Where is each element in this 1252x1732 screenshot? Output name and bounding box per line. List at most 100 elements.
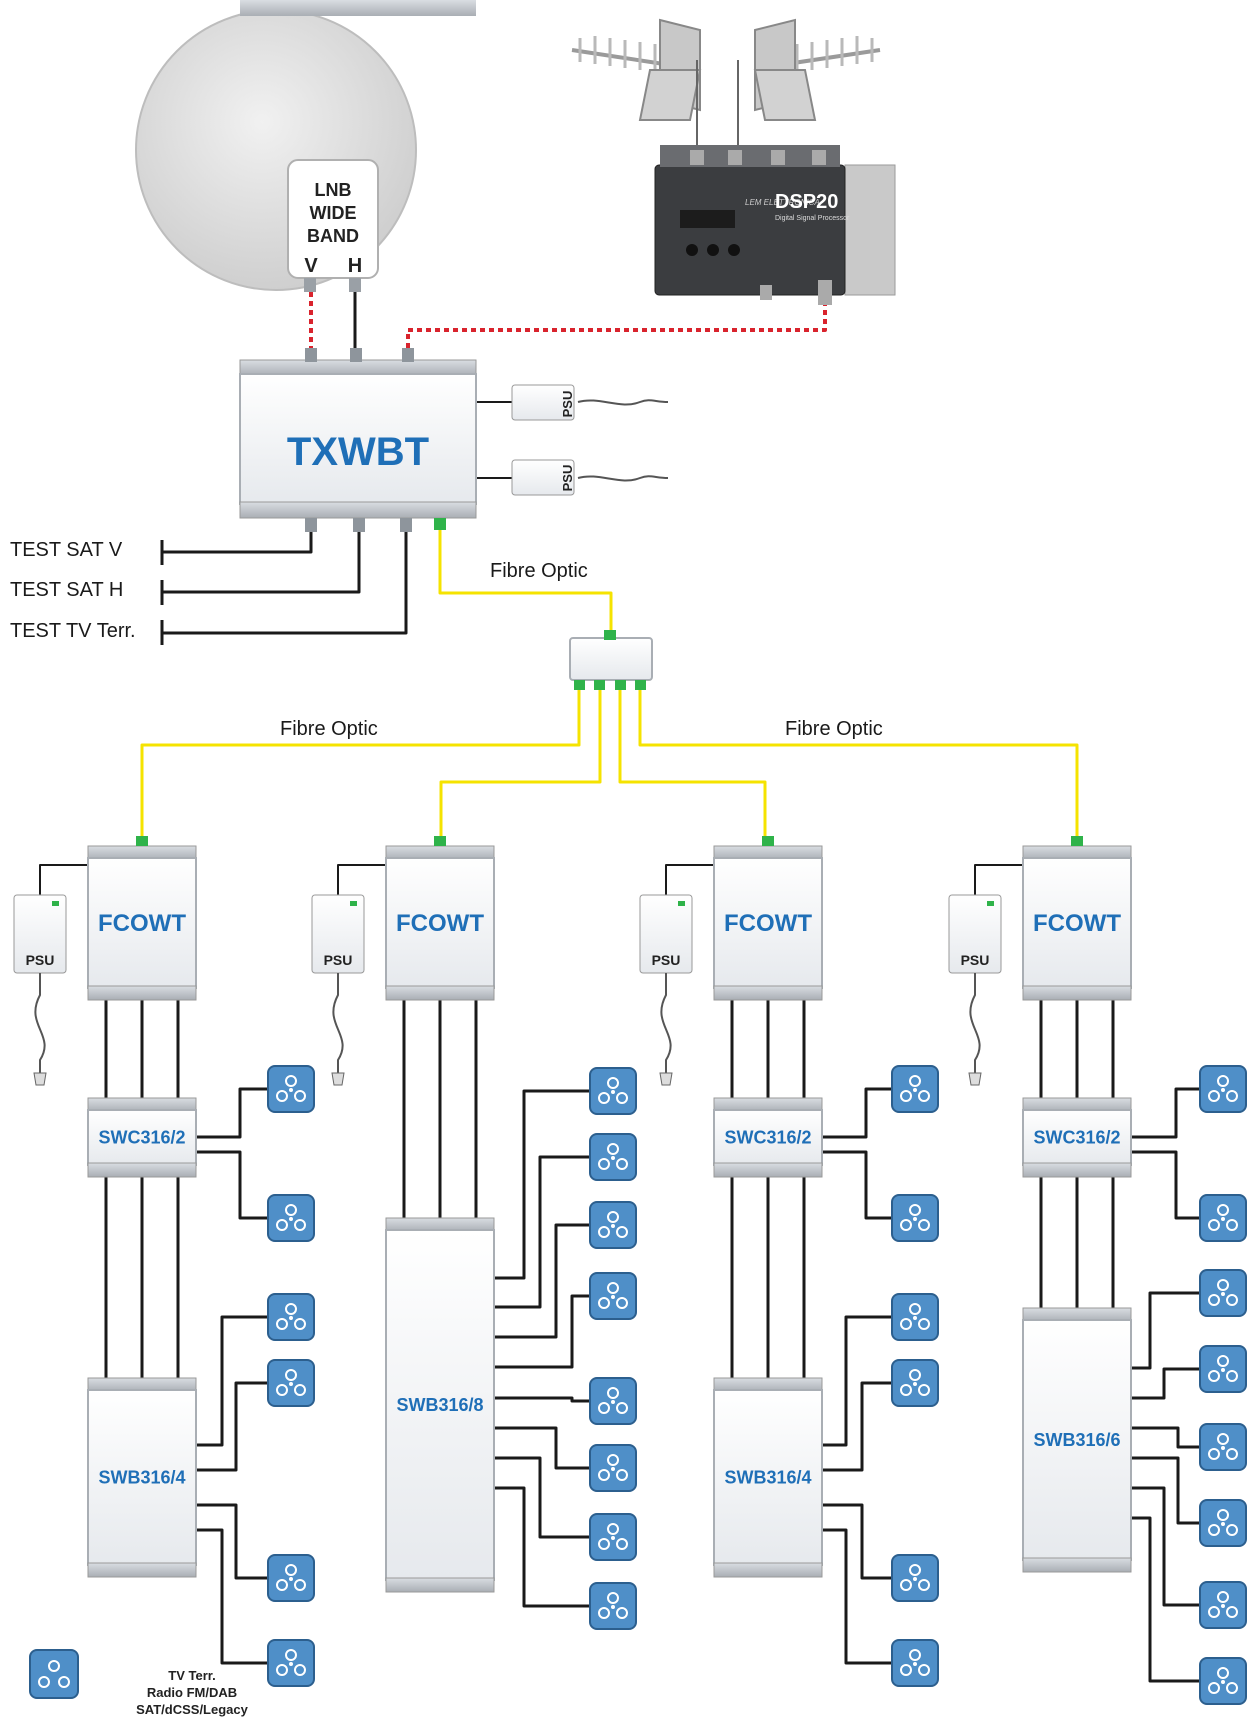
psu-led [52, 901, 59, 906]
outlet-dot [611, 1224, 615, 1228]
device-bottom-rail [87, 1562, 197, 1578]
outlet-socket [1208, 1606, 1220, 1618]
fibre-port-icon [434, 836, 446, 846]
fibre-port-icon [1071, 836, 1083, 846]
tap-cable [494, 1396, 590, 1403]
device-bottom-rail [1022, 1557, 1132, 1573]
psu-plug [33, 1072, 47, 1086]
outlet-socket [285, 1204, 297, 1216]
outlet-icon [29, 1649, 79, 1699]
outlet-socket [1226, 1090, 1238, 1102]
outlet-socket [1208, 1370, 1220, 1382]
legend-line-3: SAT/dCSS/Legacy [136, 1702, 249, 1717]
outlet-socket [1226, 1219, 1238, 1231]
psu-cord [660, 973, 672, 1073]
outlet-socket [294, 1318, 306, 1330]
outlet-socket [1226, 1606, 1238, 1618]
outlet-socket [598, 1226, 610, 1238]
tap-cable [494, 1486, 590, 1608]
tap-cable [1131, 1367, 1200, 1400]
outlet-socket [607, 1077, 619, 1089]
swb316-8-switch: SWB316/8 [385, 1217, 495, 1593]
device-bottom-rail [1022, 985, 1132, 1001]
fibre-main [438, 530, 613, 632]
tap-cable [1131, 1456, 1200, 1525]
psu-link [974, 864, 1023, 895]
fcowt-receiver-label: FCOWT [724, 910, 812, 937]
fibre-port-icon [762, 836, 774, 846]
outlet-socket [598, 1607, 610, 1619]
outlet-dot [289, 1577, 293, 1581]
outlet-socket [598, 1092, 610, 1104]
tap-cable [1131, 1486, 1200, 1607]
fcowt-receiver-label: FCOWT [1033, 910, 1121, 937]
outlet-socket [616, 1469, 628, 1481]
outlet-dot [1221, 1368, 1225, 1372]
device-body [87, 1109, 197, 1166]
lnb-port-h: H [348, 255, 362, 277]
tap-cable [822, 1150, 892, 1220]
tap-cable [196, 1150, 268, 1220]
psu-label: PSU [560, 465, 575, 492]
device-bottom-rail [87, 1162, 197, 1178]
device-bottom-rail [385, 1577, 495, 1593]
swb316-8-switch-label: SWB316/8 [396, 1395, 483, 1415]
outlet-socket [918, 1384, 930, 1396]
outlet-socket [918, 1219, 930, 1231]
outlet-socket [1226, 1294, 1238, 1306]
swc316-2-switch: SWC316/2 [1022, 1097, 1132, 1178]
legend-line-2: Radio FM/DAB [147, 1685, 237, 1700]
fibre-col1 [140, 690, 581, 838]
outlet-socket [1217, 1279, 1229, 1291]
tap-cable [494, 1456, 590, 1539]
device-bottom-rail [713, 1162, 823, 1178]
outlet-socket [909, 1303, 921, 1315]
outlet-icon [1199, 1581, 1247, 1629]
outlet-dot [289, 1217, 293, 1221]
outlet-socket [616, 1158, 628, 1170]
fcowt-receiver: FCOWT [713, 845, 823, 1001]
tap-cable [1131, 1087, 1200, 1139]
txwbt-psu-2: PSU [511, 459, 669, 496]
legend: TV Terr. Radio FM/DAB SAT/dCSS/Legacy [29, 1649, 249, 1717]
outlet-dot [611, 1090, 615, 1094]
psu-link [39, 864, 88, 895]
outlet-dot [1221, 1680, 1225, 1684]
outlet-socket [1208, 1524, 1220, 1536]
psu-plug [968, 1072, 982, 1086]
outlet-dot [913, 1662, 917, 1666]
outlet-socket [1208, 1294, 1220, 1306]
outlet-dot [913, 1577, 917, 1581]
fibre-optic-label-right: Fibre Optic [785, 718, 883, 740]
outlet-socket [918, 1579, 930, 1591]
outlet-icon [1199, 1194, 1247, 1242]
fcowt-receiver-label: FCOWT [396, 910, 484, 937]
tap-cable [494, 1426, 590, 1470]
outlet-socket [285, 1075, 297, 1087]
antenna-left-icon [571, 18, 702, 160]
psu-plug [331, 1072, 345, 1086]
fibre-port-icon [136, 836, 148, 846]
receiver-psu: PSU [13, 894, 67, 1086]
dsp20-brand: LEM ELETTRONICA [745, 198, 820, 207]
fcowt-receiver: FCOWT [1022, 845, 1132, 1001]
fibre-optic-label-left: Fibre Optic [280, 718, 378, 740]
outlet-socket [1208, 1090, 1220, 1102]
outlet-socket [607, 1211, 619, 1223]
outlet-icon [1199, 1657, 1247, 1705]
swb316-4-switch: SWB316/4 [87, 1377, 197, 1578]
test-tv-terr-cable [162, 532, 408, 635]
fibre-optic-label-main: Fibre Optic [490, 560, 588, 582]
outlet-icon [1199, 1345, 1247, 1393]
psu-cord [34, 973, 46, 1073]
test-sat-h-cable [162, 532, 361, 594]
outlet-socket [276, 1318, 288, 1330]
outlet-icon [891, 1554, 939, 1602]
outlet-socket [1217, 1509, 1229, 1521]
outlet-socket [909, 1369, 921, 1381]
device-body [1022, 857, 1132, 989]
outlet-icon [589, 1513, 637, 1561]
txwbt-transmitter: TXWBT [239, 0, 477, 532]
outlet-dot [913, 1316, 917, 1320]
